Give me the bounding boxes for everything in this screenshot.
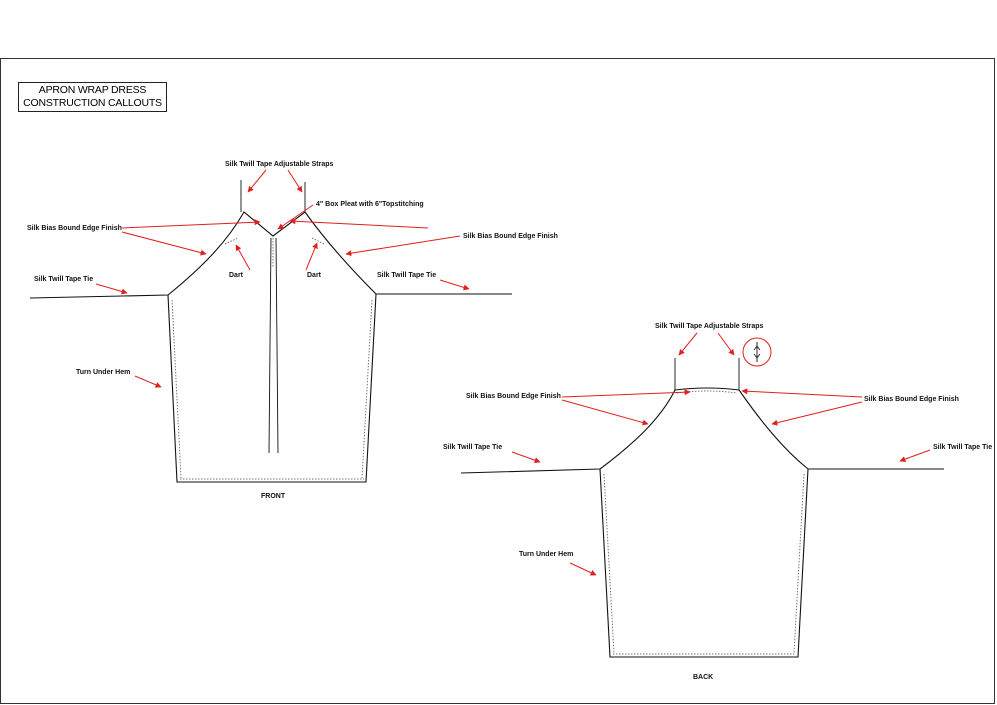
title-box: APRON WRAP DRESS CONSTRUCTION CALLOUTS [18,82,167,112]
front-hem-stitch-left [171,299,182,479]
front-arrow-tie-left [95,283,128,295]
back-label-bias-left: Silk Bias Bound Edge Finish [466,393,561,400]
adjuster-detail-icon [742,337,772,367]
front-arrow-tie-right [439,279,470,291]
back-label-straps: Silk Twill Tape Adjustable Straps [655,323,764,330]
back-arrow-bias-right-1 [741,388,863,398]
front-label-tie-right: Silk Twill Tape Tie [377,272,436,279]
front-label-box-pleat: 4" Box Pleat with 6"Topstitching [316,201,424,208]
front-label-hem: Turn Under Hem [76,369,130,376]
front-arrow-bias-right-1 [289,218,429,229]
front-arrow-dart-right [305,242,318,271]
front-arrow-pleat [277,204,314,230]
back-garment [460,358,944,658]
back-neck-stitch [676,390,738,394]
back-view-label: BACK [693,674,713,681]
front-dart-right-mark [311,237,325,245]
front-dart-left-mark [224,237,239,245]
drawing-sheet [0,58,995,704]
front-arrow-bias-left-2 [121,231,207,256]
front-arrow-bias-right-2 [345,235,461,257]
back-arrow-strap-left [678,332,698,356]
back-arrow-hem [569,562,597,576]
back-arrow-tie-right [899,449,931,462]
back-arrow-bias-right-2 [771,401,863,426]
front-label-dart-right: Dart [307,272,322,279]
back-arrow-tie-left [511,451,541,464]
back-body [599,468,809,658]
front-body [167,293,377,483]
back-label-tie-left: Silk Twill Tape Tie [443,444,502,451]
back-label-bias-right: Silk Bias Bound Edge Finish [864,396,959,403]
back-arrow-bias-left-2 [561,399,649,426]
front-label-bias-right: Silk Bias Bound Edge Finish [463,233,558,240]
back-arrow-bias-left-1 [561,389,691,398]
back-label-hem: Turn Under Hem [519,551,573,558]
front-arrow-strap-left [247,169,267,193]
front-label-tie-left: Silk Twill Tape Tie [34,276,93,283]
front-arrow-bias-left-1 [121,219,261,229]
front-outline [29,211,512,299]
back-arrow-strap-right [717,332,735,356]
front-pleat-left [268,237,272,454]
title-line-2: CONSTRUCTION CALLOUTS [23,97,162,109]
front-arrow-strap-right [287,169,303,193]
back-label-tie-right: Silk Twill Tape Tie [933,444,992,451]
front-pleat-right [275,237,279,454]
front-arrow-dart-left [235,244,251,271]
front-garment [29,180,512,483]
back-outline [460,387,944,474]
front-label-bias-left: Silk Bias Bound Edge Finish [27,225,122,232]
front-arrow-hem [134,375,162,388]
front-label-straps: Silk Twill Tape Adjustable Straps [225,161,334,168]
front-label-dart-left: Dart [229,272,244,279]
front-callout-arrows [95,169,470,388]
front-view-label: FRONT [261,493,286,500]
back-callout-arrows [511,332,931,576]
title-line-1: APRON WRAP DRESS [38,84,147,96]
